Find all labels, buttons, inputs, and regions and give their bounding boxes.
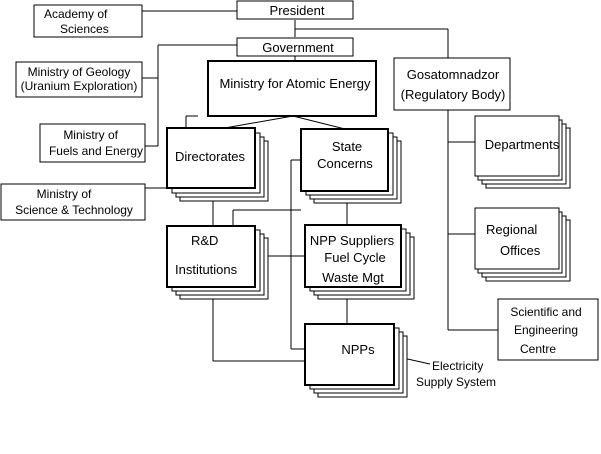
ministry-science-box: Ministry of Science & Technology — [0, 183, 146, 221]
directorates-label: Directorates — [175, 149, 246, 164]
sec-line2: Engineering — [514, 323, 578, 337]
npp-suppliers-line3: Waste Mgt — [322, 270, 384, 285]
rd-institutions-line2: Institutions — [175, 262, 238, 277]
sec-line3: Centre — [520, 342, 556, 356]
gosatomnadzor-line1: Gosatomnadzor — [407, 67, 500, 82]
ministry-fuels-line2: Fuels and Energy — [49, 144, 143, 158]
president-box: President — [236, 0, 354, 20]
gosatomnadzor-box: Gosatomnadzor (Regulatory Body) — [393, 57, 511, 111]
line-minatom-directorates — [218, 115, 294, 130]
electricity-supply-label-group: Electricity Supply System — [416, 359, 496, 389]
president-label: President — [270, 3, 325, 18]
npp-suppliers-stack: NPP Suppliers Fuel Cycle Waste Mgt — [304, 224, 415, 300]
academy-label-line2: Sciences — [60, 22, 109, 36]
npps-stack: NPPs — [304, 323, 408, 398]
government-box: Government — [236, 37, 354, 57]
ministry-fuels-line1: Ministry of — [63, 128, 118, 142]
electricity-line2: Supply System — [416, 375, 496, 389]
regional-offices-line2: Offices — [500, 243, 541, 258]
npps-label: NPPs — [341, 342, 375, 357]
ministry-science-line2: Science & Technology — [15, 203, 133, 217]
ministry-science-line1: Ministry of — [37, 187, 92, 201]
npp-suppliers-line2: Fuel Cycle — [324, 250, 385, 265]
regional-offices-line1: Regional — [486, 222, 537, 237]
government-label: Government — [262, 40, 334, 55]
state-concerns-stack: State Concerns — [300, 128, 402, 204]
ministry-fuels-box: Ministry of Fuels and Energy — [39, 123, 146, 163]
sec-line1: Scientific and — [510, 305, 581, 319]
ministry-atomic-energy-box: Ministry for Atomic Energy — [207, 60, 377, 117]
rd-institutions-stack: R&D Institutions — [166, 225, 269, 300]
ministry-geology-box: Ministry of Geology (Uranium Exploration… — [15, 61, 143, 98]
electricity-line1: Electricity — [432, 359, 483, 373]
directorates-stack: Directorates — [166, 127, 269, 202]
state-concerns-line2: Concerns — [317, 156, 373, 171]
departments-label: Departments — [485, 137, 560, 152]
academy-box: Academy of Sciences — [33, 4, 143, 38]
rd-institutions-line1: R&D — [191, 233, 218, 248]
ministry-atomic-energy-label: Ministry for Atomic Energy — [220, 76, 371, 91]
departments-stack: Departments — [474, 115, 571, 189]
sec-box: Scientific and Engineering Centre — [497, 298, 599, 361]
academy-label-line1: Academy of — [44, 7, 108, 21]
regional-offices-stack: Regional Offices — [474, 207, 571, 282]
ministry-geology-line1: Ministry of Geology — [28, 65, 131, 79]
line-minatom-concerns — [292, 115, 346, 130]
gosatomnadzor-line2: (Regulatory Body) — [401, 87, 506, 102]
npp-suppliers-line1: NPP Suppliers — [310, 233, 395, 248]
ministry-geology-line2: (Uranium Exploration) — [21, 79, 138, 93]
state-concerns-line1: State — [332, 139, 362, 154]
